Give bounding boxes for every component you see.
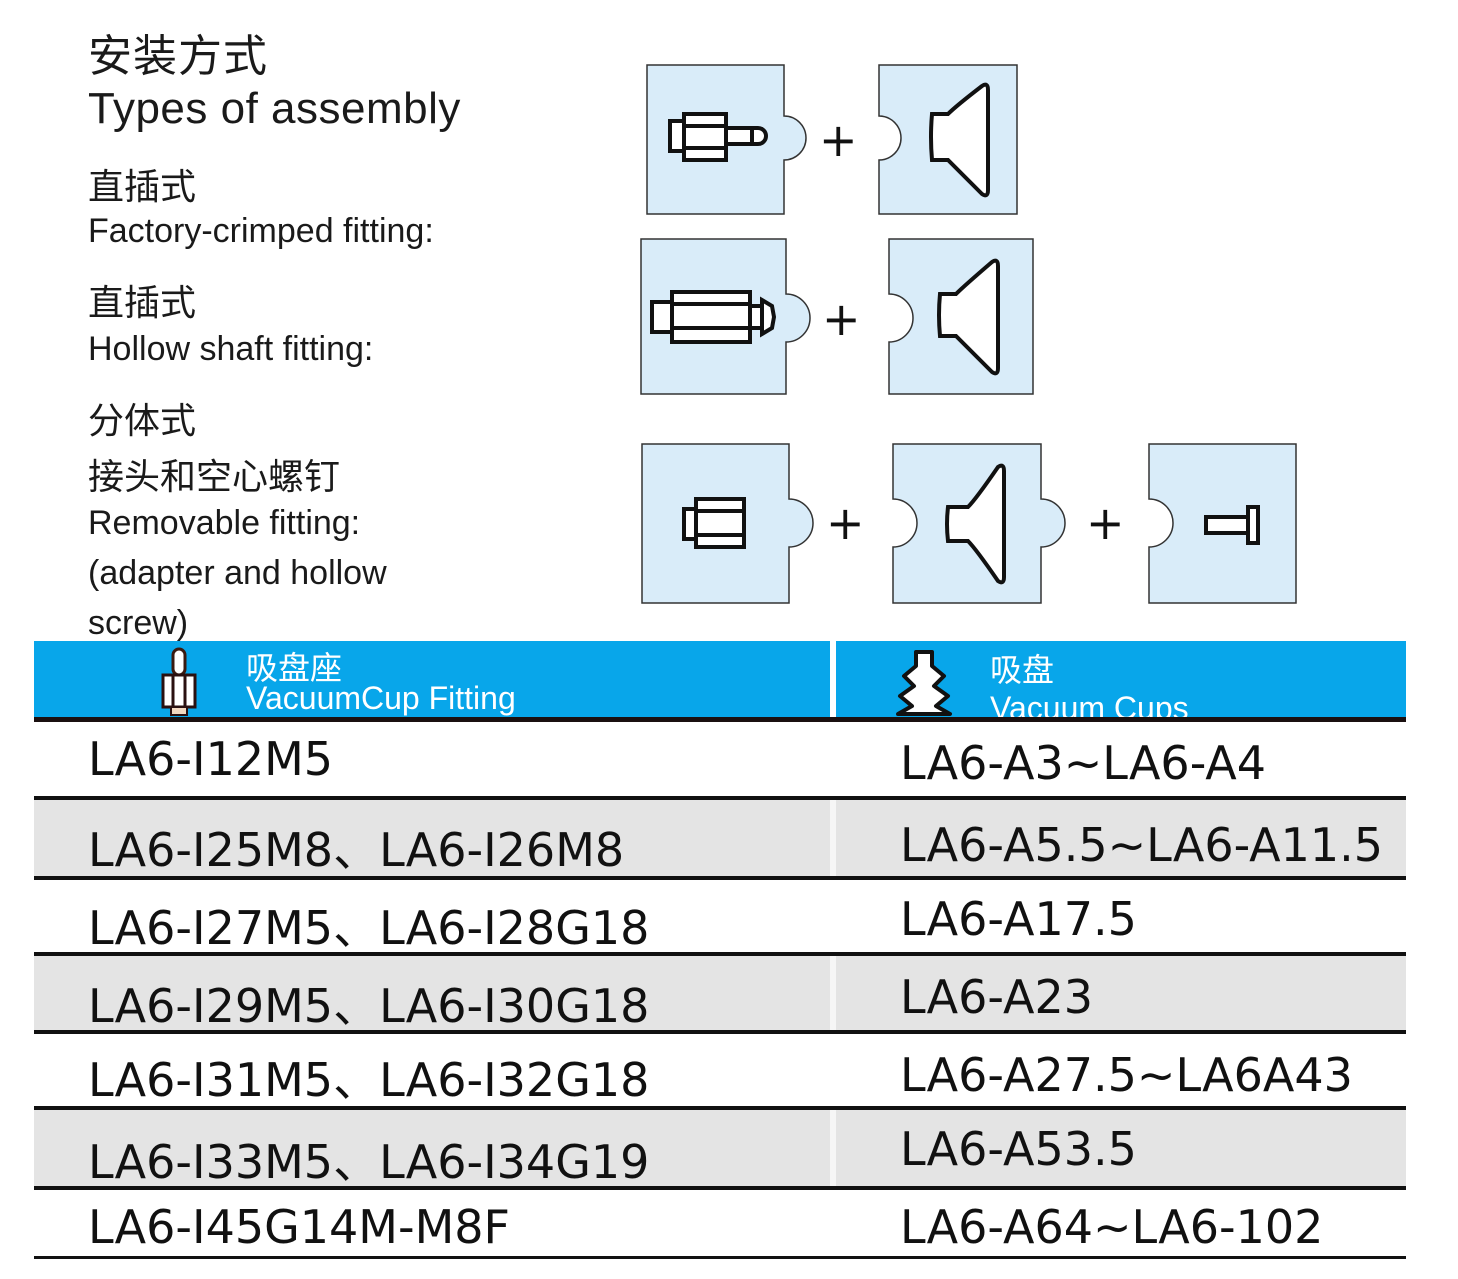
- table-row: [34, 1110, 1406, 1186]
- section-title-en: Types of assembly: [88, 84, 461, 133]
- assembly-3-label-cn: 分体式: [88, 401, 197, 442]
- cup-piece: [878, 64, 1018, 215]
- cups-cell: LA6-A5.5~LA6-A11.5: [900, 818, 1384, 872]
- hollow-screw-icon: [1204, 505, 1260, 545]
- fitting-cell: LA6-I33M5、LA6-I34G19: [88, 1135, 650, 1189]
- assembly-3-label-en-2: (adapter and hollow: [88, 554, 387, 592]
- cups-cell: LA6-A17.5: [900, 892, 1137, 946]
- crimped-fitting-piece: [646, 64, 807, 215]
- header-bottom-rule: [34, 717, 1406, 722]
- row-divider: [34, 1030, 1406, 1034]
- hollow-shaft-fitting-icon: [650, 290, 777, 344]
- cups-cell: LA6-A53.5: [900, 1122, 1137, 1176]
- row-divider: [34, 952, 1406, 956]
- plus-icon: +: [822, 292, 861, 346]
- hollow-shaft-piece: [640, 238, 811, 395]
- header-fitting-en: VacuumCup Fitting: [246, 680, 516, 716]
- cup-piece: [892, 443, 1066, 604]
- header-cups-cn: 吸盘: [990, 651, 1055, 689]
- fitting-cell: LA6-I31M5、LA6-I32G18: [88, 1053, 650, 1107]
- assembly-1-label-en: Factory-crimped fitting:: [88, 212, 434, 250]
- bellows-cup-icon: [896, 650, 952, 716]
- plus-icon: +: [819, 113, 858, 167]
- plus-icon: +: [826, 496, 865, 550]
- assembly-1-label-cn: 直插式: [88, 167, 197, 208]
- row-divider: [34, 796, 1406, 800]
- fitting-cell: LA6-I25M8、LA6-I26M8: [88, 823, 625, 877]
- table-row: [34, 956, 1406, 1030]
- header-fitting-cn: 吸盘座: [246, 649, 343, 687]
- cups-cell: LA6-A23: [900, 970, 1094, 1024]
- section-title-cn: 安装方式: [88, 31, 268, 82]
- row-divider: [34, 1256, 1406, 1259]
- cups-cell: LA6-A27.5~LA6A43: [900, 1048, 1353, 1102]
- assembly-2-label-en: Hollow shaft fitting:: [88, 330, 374, 368]
- vacuum-cup-icon: [937, 258, 1000, 376]
- column-divider: [830, 1110, 836, 1186]
- crimped-fitting-icon: [668, 112, 768, 162]
- fitting-cell: LA6-I27M5、LA6-I28G18: [88, 901, 650, 955]
- assembly-3-label-en: Removable fitting:: [88, 504, 361, 542]
- cup-piece: [888, 238, 1034, 395]
- vacuum-cup-icon: [945, 463, 1006, 585]
- column-divider: [830, 800, 836, 876]
- header-divider: [830, 641, 836, 719]
- assembly-3-label-en-3: screw): [88, 604, 189, 642]
- table-header: [34, 641, 1406, 719]
- fitting-cell: LA6-I12M5: [88, 732, 334, 786]
- adapter-icon: [682, 497, 746, 549]
- row-divider: [34, 876, 1406, 880]
- table-row: [34, 800, 1406, 876]
- adapter-piece: [641, 443, 814, 604]
- vacuum-cup-icon: [929, 82, 990, 198]
- fitting-cell: LA6-I45G14M-M8F: [88, 1200, 510, 1254]
- column-divider: [830, 956, 836, 1030]
- fitting-cell: LA6-I29M5、LA6-I30G18: [88, 979, 650, 1033]
- assembly-2-label-cn: 直插式: [88, 283, 197, 324]
- cups-cell: LA6-A64~LA6-102: [900, 1200, 1324, 1254]
- row-divider: [34, 1186, 1406, 1190]
- plus-icon: +: [1086, 496, 1125, 550]
- header-cups-en: Vacuum Cups: [990, 690, 1189, 718]
- screw-piece: [1148, 443, 1297, 604]
- cups-cell: LA6-A3~LA6-A4: [900, 736, 1267, 790]
- assembly-3-label-cn-2: 接头和空心螺钉: [88, 457, 341, 498]
- fitting-icon: [161, 647, 197, 716]
- row-divider: [34, 1106, 1406, 1110]
